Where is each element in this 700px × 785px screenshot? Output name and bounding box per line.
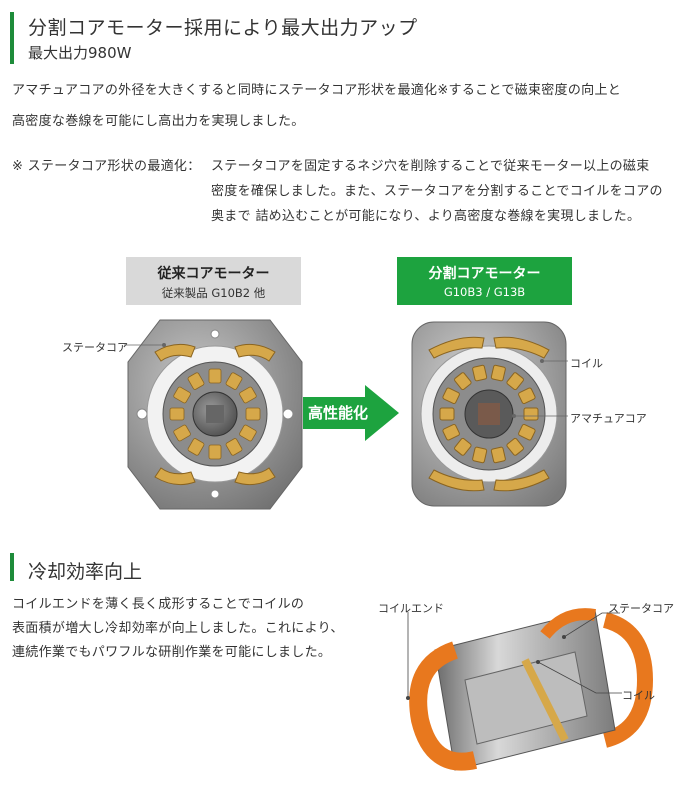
callout-coil: コイル — [570, 357, 603, 370]
armature-tooth — [239, 424, 257, 442]
armature-tooth — [225, 438, 243, 456]
section2-paragraph: コイルエンドを薄く長く成形することでコイルの 表面積が増大し冷却効率が向上しまし… — [12, 593, 344, 665]
old-motor-core-image — [127, 319, 303, 510]
coil-end-image — [409, 608, 654, 771]
callout-line — [536, 660, 622, 694]
callout-stator-core-2: ステータコア — [608, 602, 674, 615]
callout-stator-core: ステータコア — [62, 341, 128, 354]
armature-tooth — [523, 407, 539, 421]
callout-coil-end: コイルエンド — [378, 602, 444, 615]
armature-tooth — [187, 438, 205, 456]
old-motor-title: 従来コアモーター — [157, 266, 270, 282]
armature-tooth — [439, 407, 455, 421]
section1-accent-bar — [10, 12, 14, 64]
paragraph-line: アマチュアコアの外径を大きくすると同時にステータコア形状を最適化※することで磁束… — [12, 83, 622, 98]
paragraph-line: 表面積が増大し冷却効率が向上しました。これにより、 — [12, 621, 344, 636]
section1-title: 分割コアモーター採用により最大出力アップ — [28, 17, 418, 39]
callout-line — [540, 359, 568, 363]
armature-tooth — [173, 424, 191, 442]
armature-tooth — [442, 423, 460, 441]
armature-tooth — [506, 372, 524, 391]
improvement-arrow — [303, 385, 399, 441]
callout-armature-core: アマチュアコア — [570, 412, 647, 425]
new-motor-label: 分割コアモーター G10B3 / G13B — [397, 257, 572, 305]
callout-line — [512, 414, 568, 418]
old-motor-label: 従来コアモーター 従来製品 G10B2 他 — [126, 257, 301, 305]
armature-tooth — [472, 446, 488, 464]
armature-tooth — [208, 444, 222, 460]
armature-tooth — [490, 364, 506, 382]
section2-title: 冷却効率向上 — [28, 561, 143, 583]
armature-tooth — [472, 364, 488, 382]
armature-tooth — [187, 372, 205, 390]
section2-accent-bar — [10, 553, 14, 581]
new-motor-title: 分割コアモーター — [428, 266, 541, 282]
callout-coil-2: コイル — [622, 689, 655, 702]
note-line: 奥まで 詰め込むことが可能になり、より高密度な巻線を実現しました。 — [211, 209, 641, 224]
paragraph-line: 高密度な巻線を可能にし高出力を実現しました。 — [12, 114, 305, 129]
section1-paragraph: アマチュアコアの外径を大きくすると同時にステータコア形状を最適化※することで磁束… — [12, 75, 621, 137]
armature-tooth — [454, 372, 472, 391]
callout-line — [406, 612, 410, 700]
new-motor-core-image — [411, 321, 567, 507]
note-line: ステータコアを固定するネジ穴を削除することで従来モーター以上の磁束 — [211, 159, 650, 174]
armature-tooth — [518, 423, 536, 441]
callout-line — [562, 612, 620, 639]
paragraph-line: 連続作業でもパワフルな研削作業を可能にしました。 — [12, 645, 332, 660]
old-motor-sub: 従来製品 G10B2 他 — [161, 286, 266, 300]
armature-tooth — [245, 407, 261, 421]
armature-tooth — [454, 437, 472, 456]
callout-line — [124, 343, 166, 347]
note-line: 密度を確保しました。また、ステータコアを分割することでコイルをコアの — [211, 184, 663, 199]
armature-tooth — [518, 387, 536, 405]
armature-tooth — [173, 386, 191, 404]
armature-tooth — [169, 407, 185, 421]
armature-tooth — [490, 446, 506, 464]
armature-tooth — [225, 372, 243, 390]
arrow-label: 高性能化 — [308, 404, 369, 422]
paragraph-line: コイルエンドを薄く長く成形することでコイルの — [12, 597, 305, 612]
section1-subtitle: 最大出力980W — [28, 44, 132, 62]
armature-tooth — [506, 437, 524, 456]
note-label: ※ ステータコア形状の最適化： — [12, 159, 201, 174]
armature-tooth — [208, 368, 222, 384]
new-motor-sub: G10B3 / G13B — [443, 285, 526, 299]
armature-tooth — [442, 387, 460, 405]
armature-tooth — [239, 386, 257, 404]
